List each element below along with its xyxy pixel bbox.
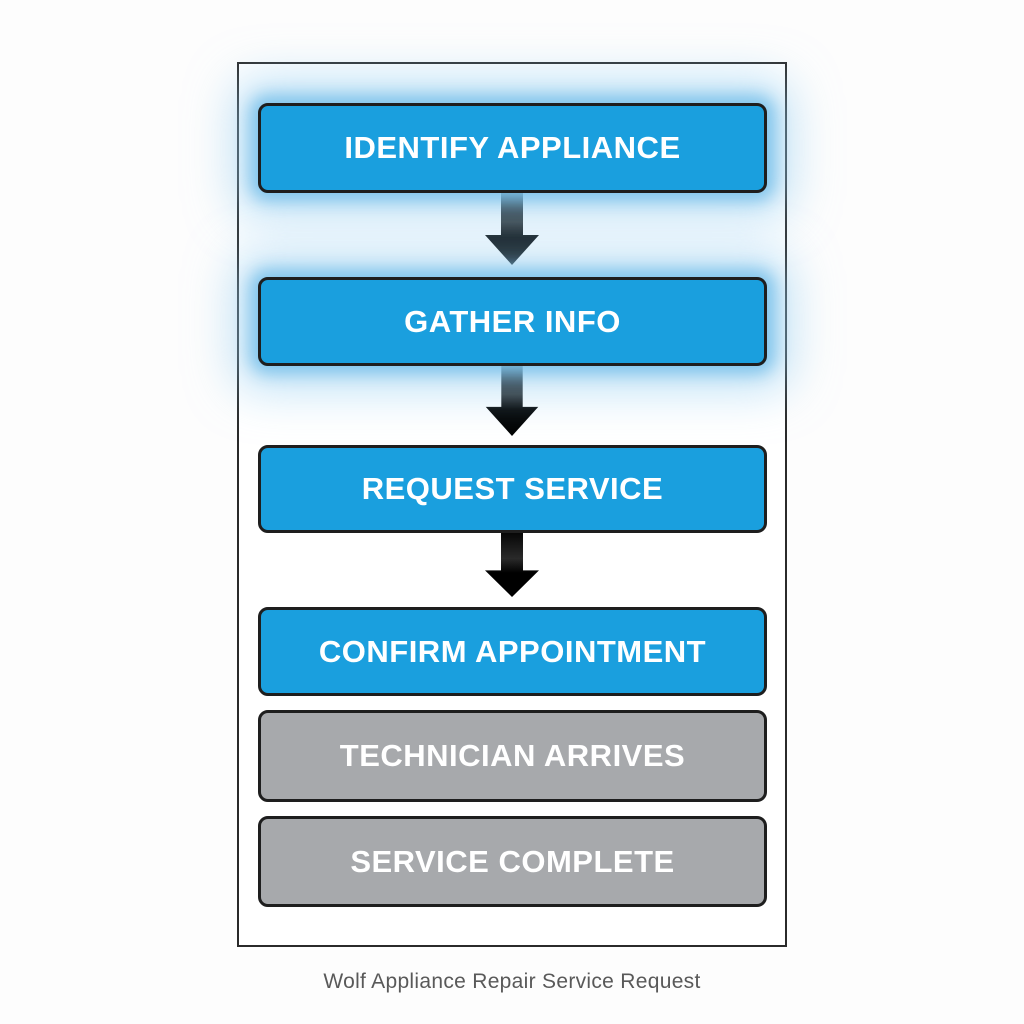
flow-step-technician-arrives: TECHNICIAN ARRIVES <box>258 710 767 802</box>
flow-step-identify-appliance: IDENTIFY APPLIANCE <box>258 103 767 193</box>
flow-step-label: GATHER INFO <box>404 303 621 339</box>
flow-step-label: CONFIRM APPOINTMENT <box>318 633 707 669</box>
flow-step-service-complete: SERVICE COMPLETE <box>258 816 767 907</box>
down-arrow-icon <box>485 366 539 436</box>
down-arrow-icon <box>485 533 539 597</box>
flow-step-gather-info: GATHER INFO <box>258 277 767 366</box>
diagram-caption: Wolf Appliance Repair Service Request <box>323 970 701 993</box>
flow-step-label: TECHNICIAN ARRIVES <box>339 738 686 773</box>
flow-step-confirm-appointment: CONFIRM APPOINTMENT <box>258 607 767 696</box>
flow-step-label: IDENTIFY APPLIANCE <box>344 130 681 165</box>
flow-step-label: SERVICE COMPLETE <box>350 843 675 879</box>
flow-step-label: REQUEST SERVICE <box>361 471 664 506</box>
flow-step-request-service: REQUEST SERVICE <box>258 445 767 533</box>
down-arrow-icon <box>485 193 539 265</box>
flowchart-frame: IDENTIFY APPLIANCE GATHER INFO <box>237 62 787 947</box>
